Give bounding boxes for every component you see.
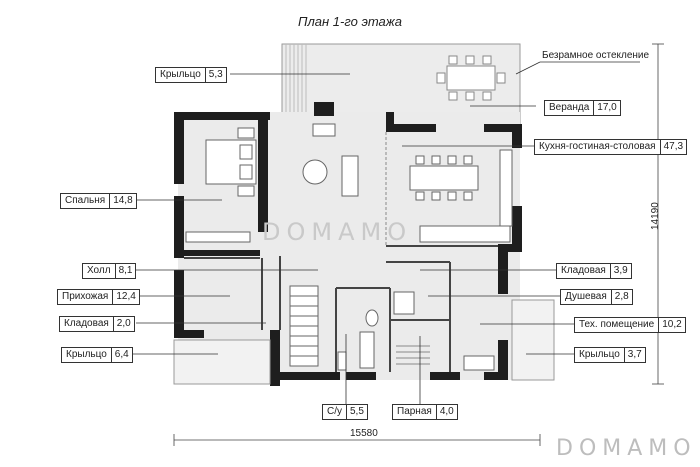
label-name: С/у [327,406,342,417]
plan-title: План 1-го этажа [298,14,402,29]
sofa [341,155,359,197]
porch-right [511,299,555,381]
veranda-table [436,55,506,101]
label-name: Кухня-гостиная-столовая [539,141,656,152]
sauna-benches [396,345,430,365]
label-name: Кладовая [64,318,109,329]
glazing-label: Безрамное остекление [542,50,650,61]
label-area: 6,4 [110,348,132,362]
label-wc: С/у 5,5 [322,404,368,420]
bath-fixtures [337,309,379,371]
label-area: 2,8 [610,290,632,304]
height-dimension: 14190 [650,202,661,230]
width-dimension: 15580 [350,428,378,439]
label-area: 2,0 [112,317,134,331]
label-area: 47,3 [659,140,686,154]
kitchen-side-counter [499,149,513,227]
label-name: Крыльцо [66,349,107,360]
label-area: 14,8 [109,194,135,208]
label-area: 12,4 [112,290,138,304]
porch-left [173,339,271,385]
label-area: 5,5 [346,405,367,419]
tech-boiler [463,355,495,371]
watermark-corner: DOMAMO [556,436,697,461]
kitchen-counter [419,225,511,243]
bed [205,127,257,197]
label-name: Прихожая [62,291,109,302]
label-name: Веранда [549,102,590,113]
label-area: 5,3 [204,68,226,82]
staircase [289,285,319,367]
watermark-center: DOMAMO [262,218,413,246]
porch-top-stairs [285,44,307,112]
fireplace [312,123,336,137]
label-name: Крыльцо [579,349,620,360]
label-area: 10,2 [658,318,684,332]
coffee-table [302,159,328,185]
exterior-walls [174,102,522,386]
label-name: Холл [87,265,111,276]
label-area: 3,7 [623,348,645,362]
label-name: Тех. помещение [579,319,655,330]
label-area: 17,0 [593,101,619,115]
shower-tray [393,291,415,315]
label-name: Душевая [565,291,607,302]
label-area: 3,9 [609,264,631,278]
label-name: Парная [397,406,432,417]
leader-lines [130,61,640,404]
label-area: 4,0 [435,405,457,419]
wardrobe [185,231,251,243]
label-name: Кладовая [561,265,606,276]
dining-table [409,155,479,201]
label-name: Спальня [65,195,106,206]
label-area: 8,1 [114,264,136,278]
label-name: Крыльцо [160,69,201,80]
